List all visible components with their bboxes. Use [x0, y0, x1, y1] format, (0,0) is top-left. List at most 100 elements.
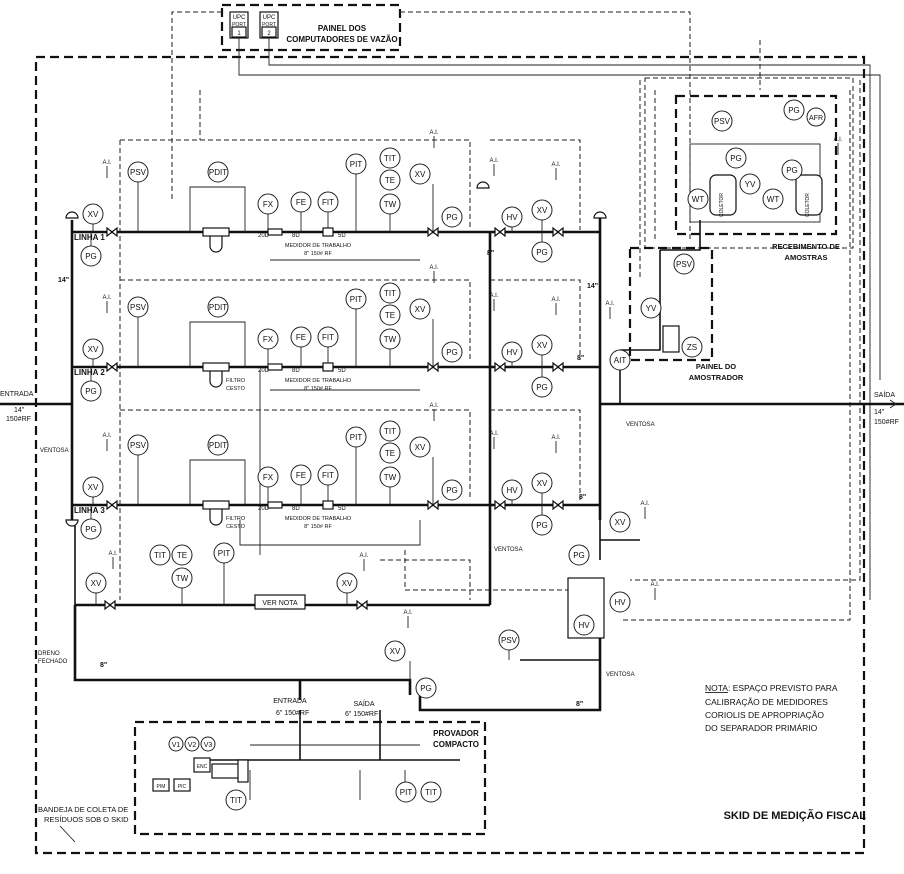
- enc-tag: ENC: [197, 764, 208, 770]
- filter2-label: CESTO: [226, 386, 246, 392]
- d8-label: 8D: [292, 506, 300, 512]
- ai-label: A.I.: [429, 403, 438, 409]
- pit-tag: PIT: [350, 295, 363, 304]
- pg-instrument-icon: PG: [568, 544, 590, 566]
- line-valve-icon: [427, 361, 439, 373]
- xv-tag: XV: [537, 206, 548, 215]
- pg-instrument-icon: PG: [441, 341, 463, 363]
- ai-label: A.I.: [403, 610, 412, 616]
- wt-instrument-icon: WT: [762, 188, 784, 210]
- pg-tag: PG: [85, 387, 97, 396]
- pdit-tag: PDIT: [209, 168, 227, 177]
- upc2-label: UPC: [263, 15, 276, 21]
- tit-tag: TIT: [425, 788, 437, 797]
- afr-tag: AFR: [809, 115, 823, 122]
- pg-instrument-icon: PG: [441, 479, 463, 501]
- panel-title-2: COMPUTADORES DE VAZÃO: [286, 35, 397, 44]
- upc1-label: UPC: [233, 15, 246, 21]
- ai-label: A.I.: [429, 265, 438, 271]
- xv-tag: XV: [537, 479, 548, 488]
- upc1-port: PORT: [232, 22, 246, 28]
- fe-tag: FE: [296, 333, 306, 342]
- xv-tag: XV: [88, 345, 99, 354]
- xv-instrument-icon: XV: [82, 338, 104, 360]
- xv-tag: XV: [615, 518, 626, 527]
- meter-label: MEDIDOR DE TRABALHO: [285, 378, 352, 384]
- vent-label-outlet: VENTOSA: [626, 422, 655, 428]
- hand-valve-icon: [494, 361, 506, 373]
- drain-label-1: DRENO: [38, 651, 60, 657]
- inlet-spec-1: 14": [14, 407, 25, 414]
- psv-instrument-icon: PSV: [673, 253, 695, 275]
- v2-instrument-icon: V2: [184, 736, 200, 752]
- tw-instrument-icon: TW: [379, 466, 401, 488]
- xv-instrument-icon: XV: [409, 436, 431, 458]
- flow-meter-icon: [322, 362, 334, 372]
- d5-label: 5D: [338, 506, 346, 512]
- size-8-e: 8": [576, 701, 583, 708]
- psv-tag: PSV: [714, 117, 731, 126]
- pg-tag: PG: [536, 248, 548, 257]
- size-14-outlet: 14": [587, 283, 598, 290]
- prover-title-2: COMPACTO: [433, 740, 479, 749]
- prover-outlet: SAÍDA: [353, 699, 374, 708]
- fit-instrument-icon: FIT: [317, 326, 339, 348]
- prover-outlet-spec: 6" 150#RF: [345, 711, 378, 718]
- flow-meter-icon: [322, 227, 334, 237]
- ait-tag: AIT: [614, 356, 627, 365]
- ver-nota-box: [254, 594, 306, 610]
- size-8-a: 8": [487, 250, 494, 257]
- outlet-label: SAÍDA: [874, 390, 895, 399]
- v3-instrument-icon: V3: [200, 736, 216, 752]
- tit-tag: TIT: [230, 796, 242, 805]
- tit-tag: TIT: [154, 551, 166, 560]
- outlet-valve-icon: [552, 361, 564, 373]
- d20-label: 20D: [258, 506, 270, 512]
- ai-label: A.I.: [108, 551, 117, 557]
- te-instrument-icon: TE: [171, 544, 193, 566]
- hv-instrument-icon: HV: [501, 206, 523, 228]
- flow-meter-icon: [322, 500, 334, 510]
- ai-label: A.I.: [605, 301, 614, 307]
- wt-tag: WT: [767, 195, 780, 204]
- xv-instrument-icon: XV: [82, 203, 104, 225]
- collector-2-label: COLETOR: [805, 193, 811, 217]
- filter2-label: CESTO: [226, 524, 246, 530]
- fe-instrument-icon: FE: [290, 191, 312, 213]
- d20-label: 20D: [258, 368, 270, 374]
- pit-instrument-icon: PIT: [395, 781, 417, 803]
- v3-tag: V3: [204, 742, 213, 749]
- note-block: NOTA : ESPAÇO PREVISTO PARA CALIBRAÇÃO D…: [705, 683, 838, 733]
- xv-instrument-icon: XV: [409, 163, 431, 185]
- fx-instrument-icon: FX: [257, 193, 279, 215]
- pg-instrument-icon: PG: [725, 147, 747, 169]
- tw-tag: TW: [384, 200, 397, 209]
- meter-label: MEDIDOR DE TRABALHO: [285, 516, 352, 522]
- upc2-num: 2: [267, 31, 271, 37]
- upc2-port: PORT: [262, 22, 276, 28]
- tray-label-1: BANDEJA DE COLETA DE: [38, 805, 128, 814]
- pg-instrument-icon: PG: [531, 514, 553, 536]
- panel-title-1: PAINEL DOS: [318, 24, 367, 33]
- xv-tag: XV: [537, 341, 548, 350]
- fx-tag: FX: [263, 473, 274, 482]
- pg-tag: PG: [85, 252, 97, 261]
- wt-tag: WT: [692, 195, 705, 204]
- pg-instrument-icon: PG: [531, 376, 553, 398]
- hv-tag: HV: [506, 486, 518, 495]
- signal-lines: [119, 11, 881, 621]
- tit-tag: TIT: [384, 154, 396, 163]
- note-title: NOTA: [705, 683, 728, 693]
- xv-instrument-icon: XV: [531, 472, 553, 494]
- pdit-tag: PDIT: [209, 303, 227, 312]
- size-8-c: 8": [579, 494, 586, 501]
- hv-instrument-icon: HV: [609, 591, 631, 613]
- tw-instrument-icon: TW: [171, 567, 193, 589]
- xv-tag: XV: [342, 579, 353, 588]
- psv-instrument-icon: PSV: [711, 110, 733, 132]
- vent-label-inlet: VENTOSA: [40, 448, 69, 454]
- psv-tag: PSV: [501, 636, 518, 645]
